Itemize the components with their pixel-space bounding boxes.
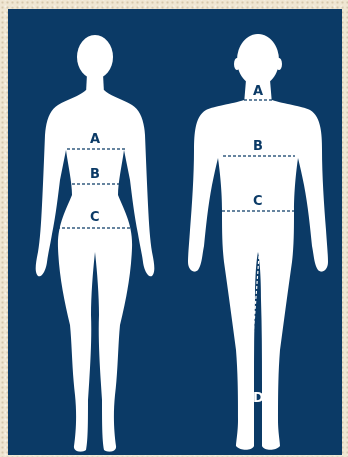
male-head bbox=[237, 34, 279, 86]
female-label-b: B bbox=[90, 167, 100, 182]
male-label-b: B bbox=[253, 139, 263, 154]
female-figure bbox=[36, 35, 155, 452]
male-label-c: C bbox=[253, 194, 263, 209]
male-ear-right bbox=[276, 58, 282, 70]
male-label-a: A bbox=[253, 84, 263, 99]
female-head bbox=[77, 35, 113, 79]
male-label-d: D bbox=[253, 391, 264, 406]
female-label-c: C bbox=[90, 210, 100, 225]
male-ear-left bbox=[234, 58, 240, 70]
female-label-a: A bbox=[90, 132, 100, 147]
